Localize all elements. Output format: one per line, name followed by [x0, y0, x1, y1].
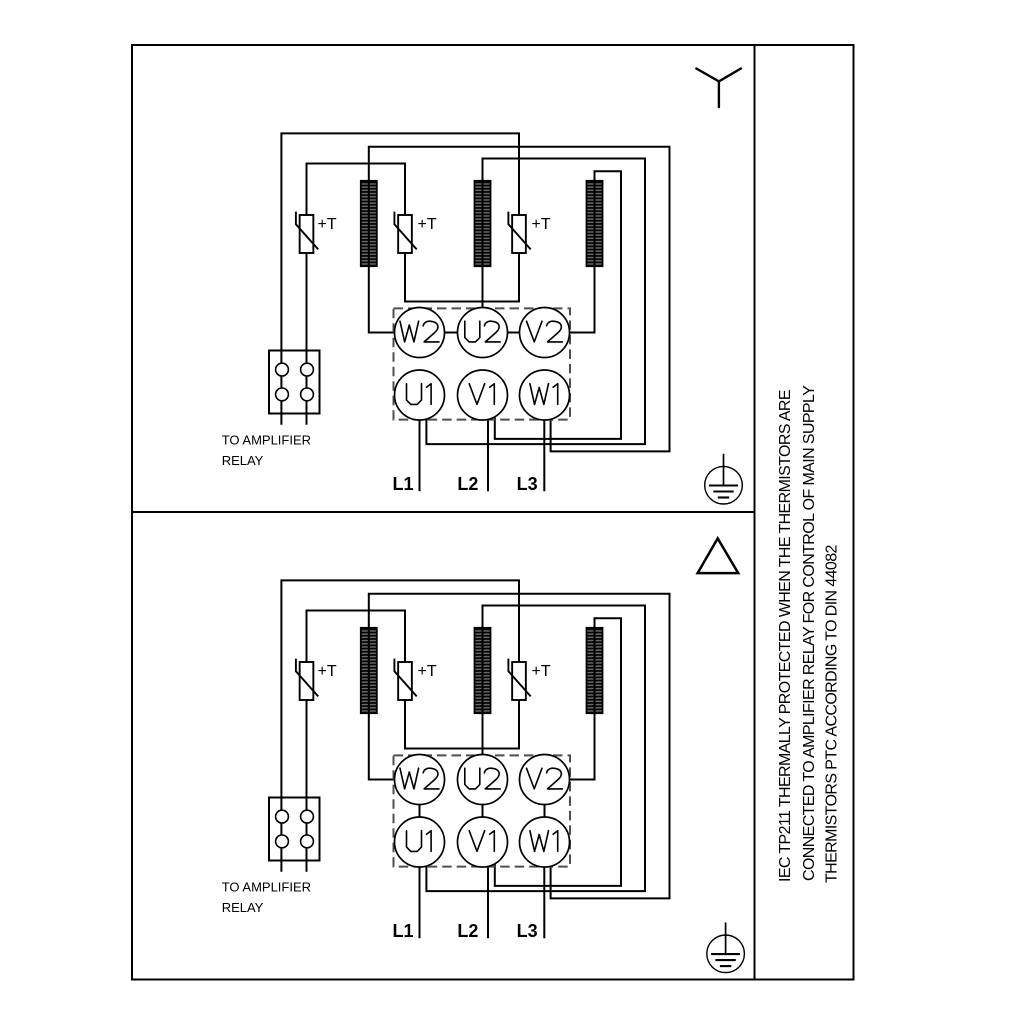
svg-text:CONNECTED TO AMPLIFIER RELAY F: CONNECTED TO AMPLIFIER RELAY FOR CONTROL… [801, 385, 818, 881]
svg-text:IEC TP211 THERMALLY PROTECTED: IEC TP211 THERMALLY PROTECTED WHEN THE T… [777, 390, 794, 882]
svg-text:THERMISTORS PTC ACCORDING TO D: THERMISTORS PTC ACCORDING TO DIN 44082 [823, 544, 840, 883]
